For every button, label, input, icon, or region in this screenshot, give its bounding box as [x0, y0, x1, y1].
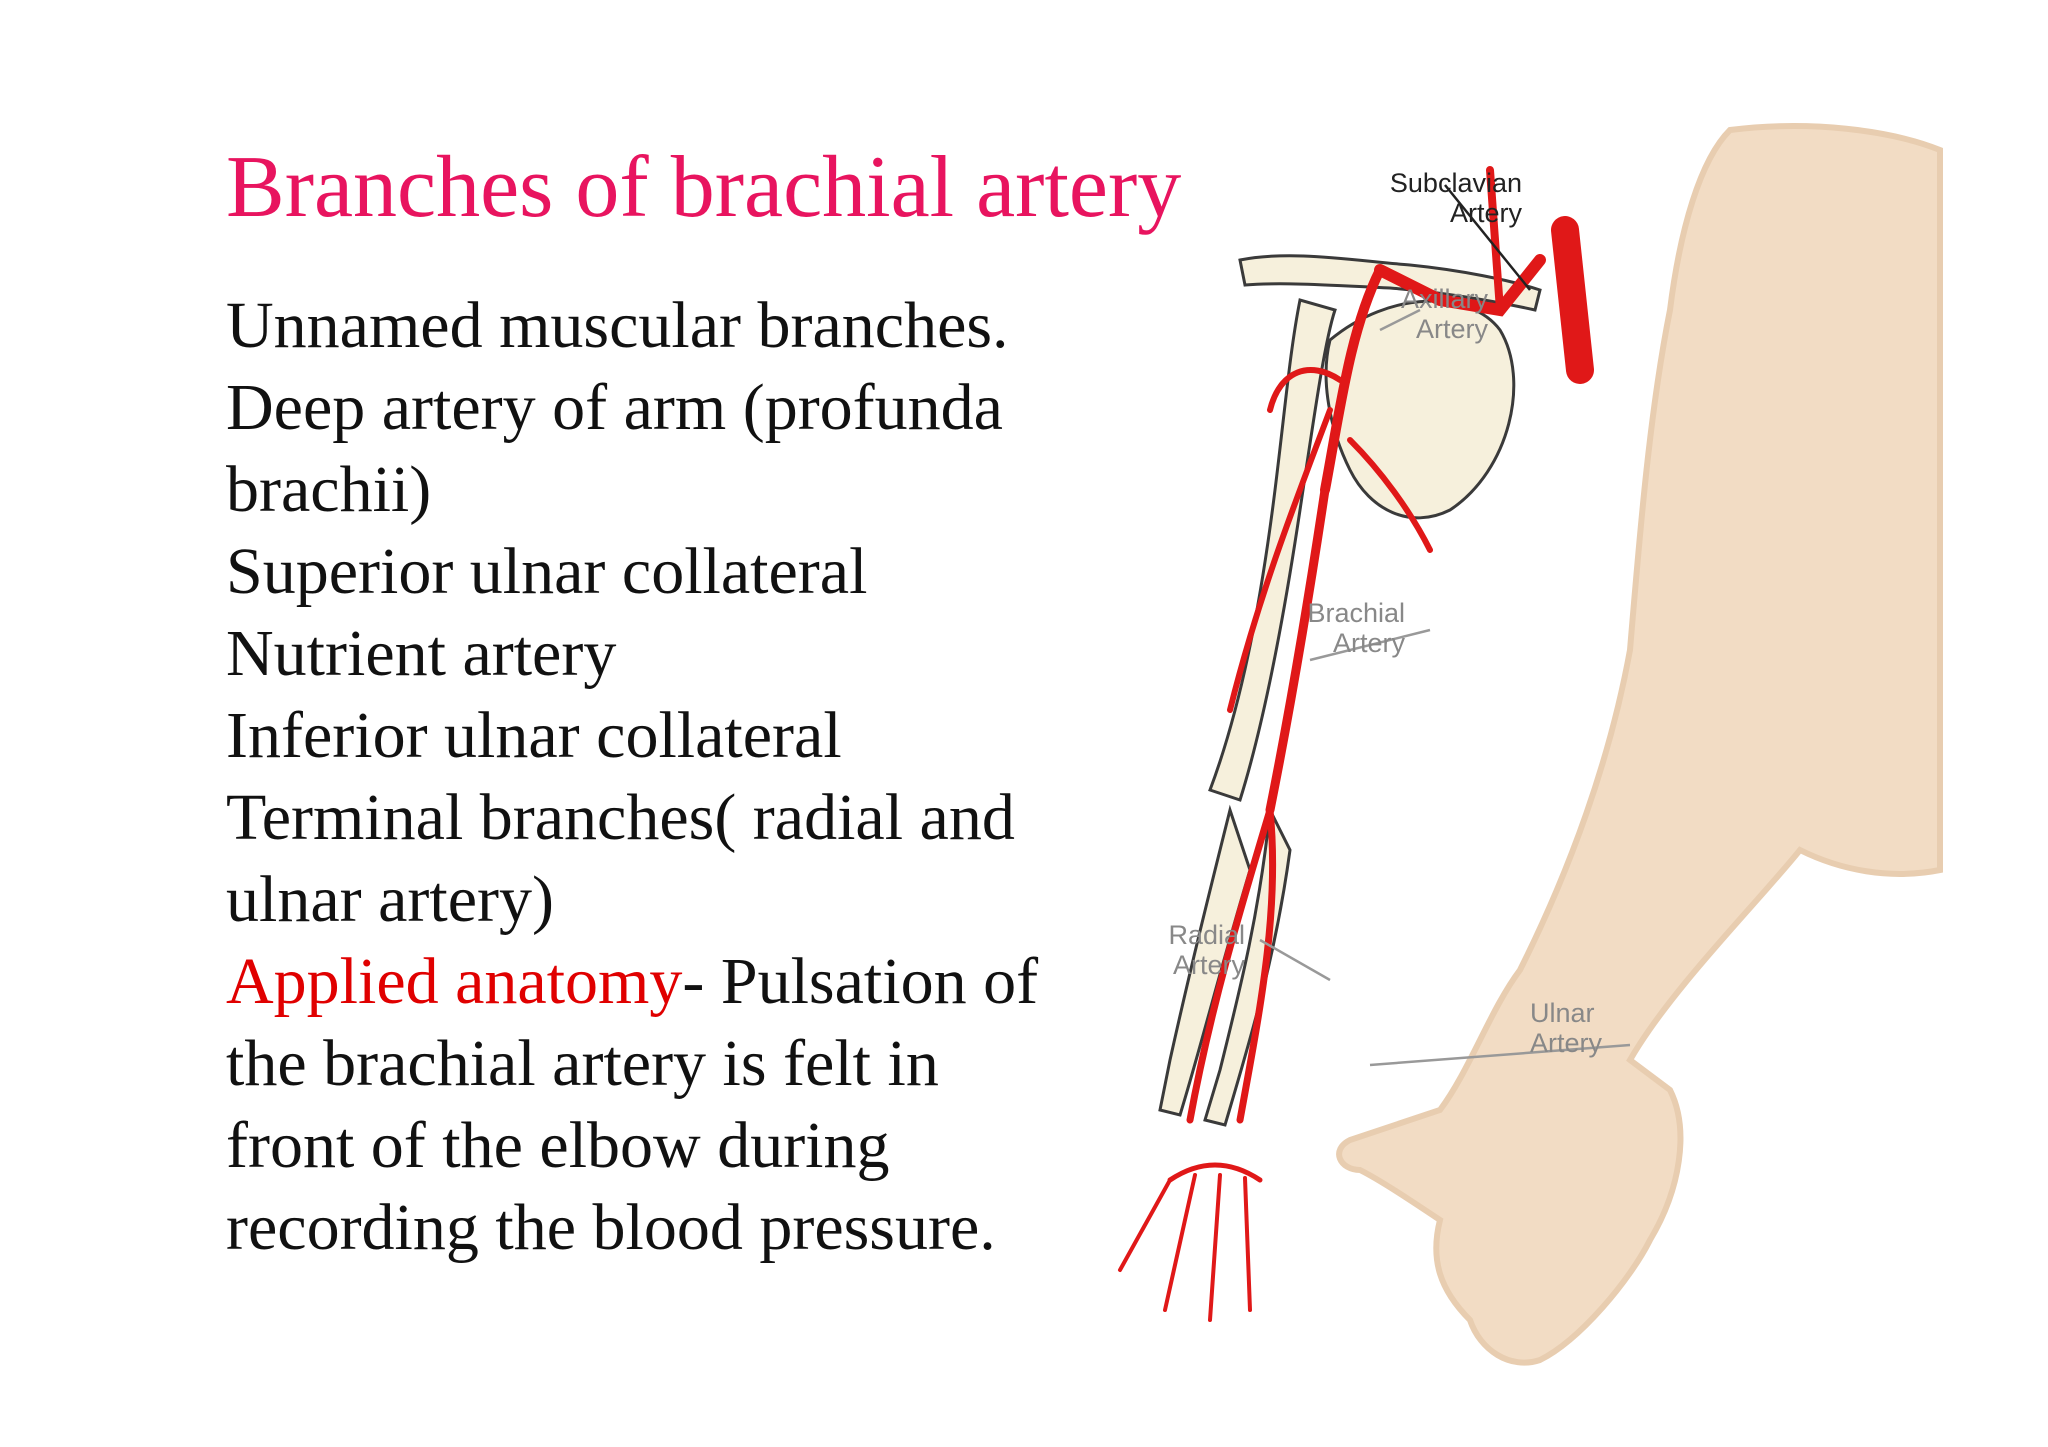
brachial-label-line2: Artery: [1333, 628, 1406, 658]
digital-artery: [1163, 1173, 1197, 1312]
list-item: ulnar artery): [226, 863, 554, 936]
leader-lines: [1259, 184, 1631, 1067]
axillary-leader: [1379, 308, 1421, 332]
brachial-label-line1: Brachial: [1307, 598, 1405, 628]
applied-anatomy-heading: Applied anatomy: [226, 945, 683, 1018]
axillary-label-line1: Axillary: [1401, 284, 1489, 314]
applied-anatomy-text: - Pulsation of: [682, 945, 1039, 1018]
list-item: Unnamed muscular branches.: [226, 289, 1009, 362]
ulnar-leader: [1369, 1043, 1631, 1067]
radial-leader: [1259, 938, 1331, 982]
applied-anatomy-text: recording the blood pressure.: [226, 1191, 996, 1264]
circumflex-branch: [1267, 367, 1343, 413]
brachial-artery: [1265, 485, 1330, 815]
digital-artery: [1243, 1176, 1252, 1312]
subclavian-artery-vertical: [1551, 216, 1594, 384]
arm-arteries-illustration: Subclavian Artery Axillary Artery Brachi…: [1118, 123, 1943, 1366]
axillary-label-line2: Artery: [1416, 314, 1489, 344]
list-item: Superior ulnar collateral: [226, 535, 868, 608]
radial-label-line1: Radial: [1168, 920, 1245, 950]
radial-artery: [1186, 806, 1274, 1124]
slide-title: Branches of brachial artery: [226, 139, 1182, 236]
list-item: Nutrient artery: [226, 617, 617, 690]
ulnar-label-line1: Ulnar: [1530, 998, 1595, 1028]
list-item: Terminal branches( radial and: [226, 781, 1015, 854]
brachial-leader: [1309, 628, 1431, 662]
subclavian-artery: [1374, 254, 1546, 317]
clavicle-bone: [1238, 254, 1542, 312]
scapular-branch: [1347, 437, 1433, 553]
digital-artery: [1118, 1178, 1172, 1272]
subclavian-label-line1: Subclavian: [1390, 168, 1522, 198]
applied-anatomy-text: the brachial artery is felt in: [226, 1027, 939, 1100]
profunda-brachii: [1227, 407, 1333, 713]
applied-anatomy-line: Applied anatomy- Pulsation of: [226, 941, 1106, 1023]
list-item: Deep artery of arm (profunda: [226, 371, 1003, 444]
applied-anatomy-text: front of the elbow during: [226, 1109, 890, 1182]
humerus-bone: [1208, 298, 1337, 802]
arm-skin-silhouette: [1336, 123, 1943, 1366]
labels: Subclavian Artery Axillary Artery Brachi…: [1168, 168, 1602, 1058]
ulnar-label-line2: Artery: [1530, 1028, 1603, 1058]
vertebral-branch: [1486, 166, 1504, 314]
list-item: Inferior ulnar collateral: [226, 699, 842, 772]
radial-label-line2: Artery: [1173, 950, 1246, 980]
subclavian-label-line2: Artery: [1450, 198, 1523, 228]
axillary-artery: [1320, 265, 1385, 495]
digital-artery: [1208, 1173, 1222, 1322]
slide-body: Unnamed muscular branches. Deep artery o…: [226, 285, 1106, 1269]
list-item: brachii): [226, 453, 432, 526]
ulnar-artery: [1236, 806, 1277, 1124]
palmar-arch: [1167, 1162, 1263, 1183]
artery-network: [1118, 166, 1594, 1322]
subclavian-leader: [1444, 184, 1531, 291]
